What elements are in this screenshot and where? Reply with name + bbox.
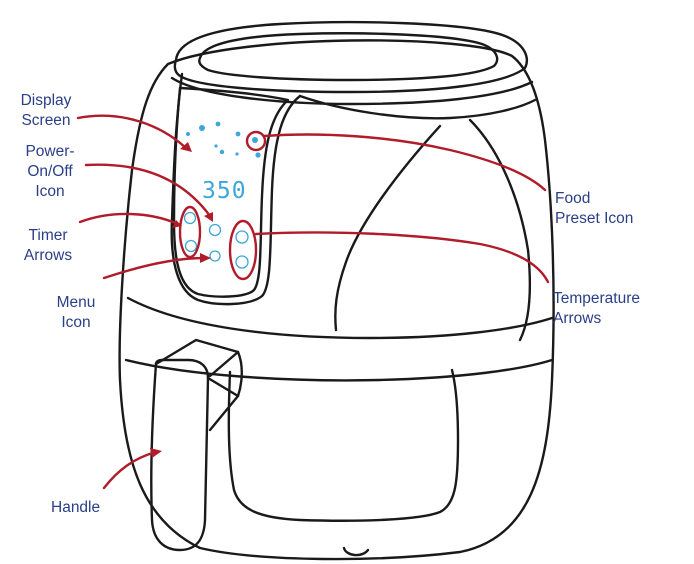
handle-top — [154, 338, 240, 378]
label-handle: Handle — [51, 499, 101, 516]
label-timer-arrows: Timer Arrows — [23, 227, 73, 264]
label-display-screen: Display Screen — [20, 92, 72, 129]
arrowhead-display — [180, 142, 192, 152]
label-power-icon: Power- On/Off Icon — [25, 143, 75, 200]
callout-menu-icon — [102, 256, 206, 280]
temperature-readout: 350 — [202, 178, 247, 204]
body-outline — [118, 39, 555, 561]
callout-food-preset — [262, 133, 547, 192]
temp-up-button — [235, 230, 249, 244]
arrowhead-timer — [172, 220, 182, 228]
callout-display-screen — [76, 114, 188, 150]
preset-icon-6 — [186, 132, 190, 136]
callout-handle — [102, 450, 158, 490]
foot — [342, 546, 370, 557]
arrowhead-power — [204, 212, 213, 222]
basket-window — [227, 368, 460, 522]
label-menu-icon: Menu Icon — [56, 294, 96, 331]
control-panel-face — [172, 86, 290, 298]
timer-up-button — [183, 211, 197, 225]
highlight-food-preset — [245, 130, 267, 152]
preset-icon-3 — [235, 131, 241, 137]
arrowhead-handle — [150, 448, 162, 458]
temp-down-button — [235, 255, 249, 269]
lid-inner — [198, 32, 499, 82]
preset-icon-7 — [219, 149, 225, 155]
preset-icon-2 — [215, 121, 221, 127]
label-temperature-arrows: Temperature Arrows — [553, 290, 641, 327]
callout-power-icon — [84, 163, 212, 218]
lid-outer — [173, 20, 528, 94]
preset-icon-4 — [252, 137, 258, 143]
label-food-preset-icon: Food Preset Icon — [555, 190, 634, 227]
timer-down-button — [184, 239, 198, 253]
callout-timer-arrows — [78, 212, 180, 226]
menu-button — [209, 250, 221, 262]
power-button — [208, 223, 222, 237]
callout-temperature-arrows — [254, 231, 550, 284]
handle-front — [150, 358, 210, 552]
highlight-timer-arrows — [178, 205, 202, 259]
arrowhead-menu — [200, 253, 211, 263]
preset-icon-5 — [255, 152, 261, 158]
highlight-temperature-arrows — [228, 219, 258, 281]
preset-icon-1 — [199, 125, 205, 131]
